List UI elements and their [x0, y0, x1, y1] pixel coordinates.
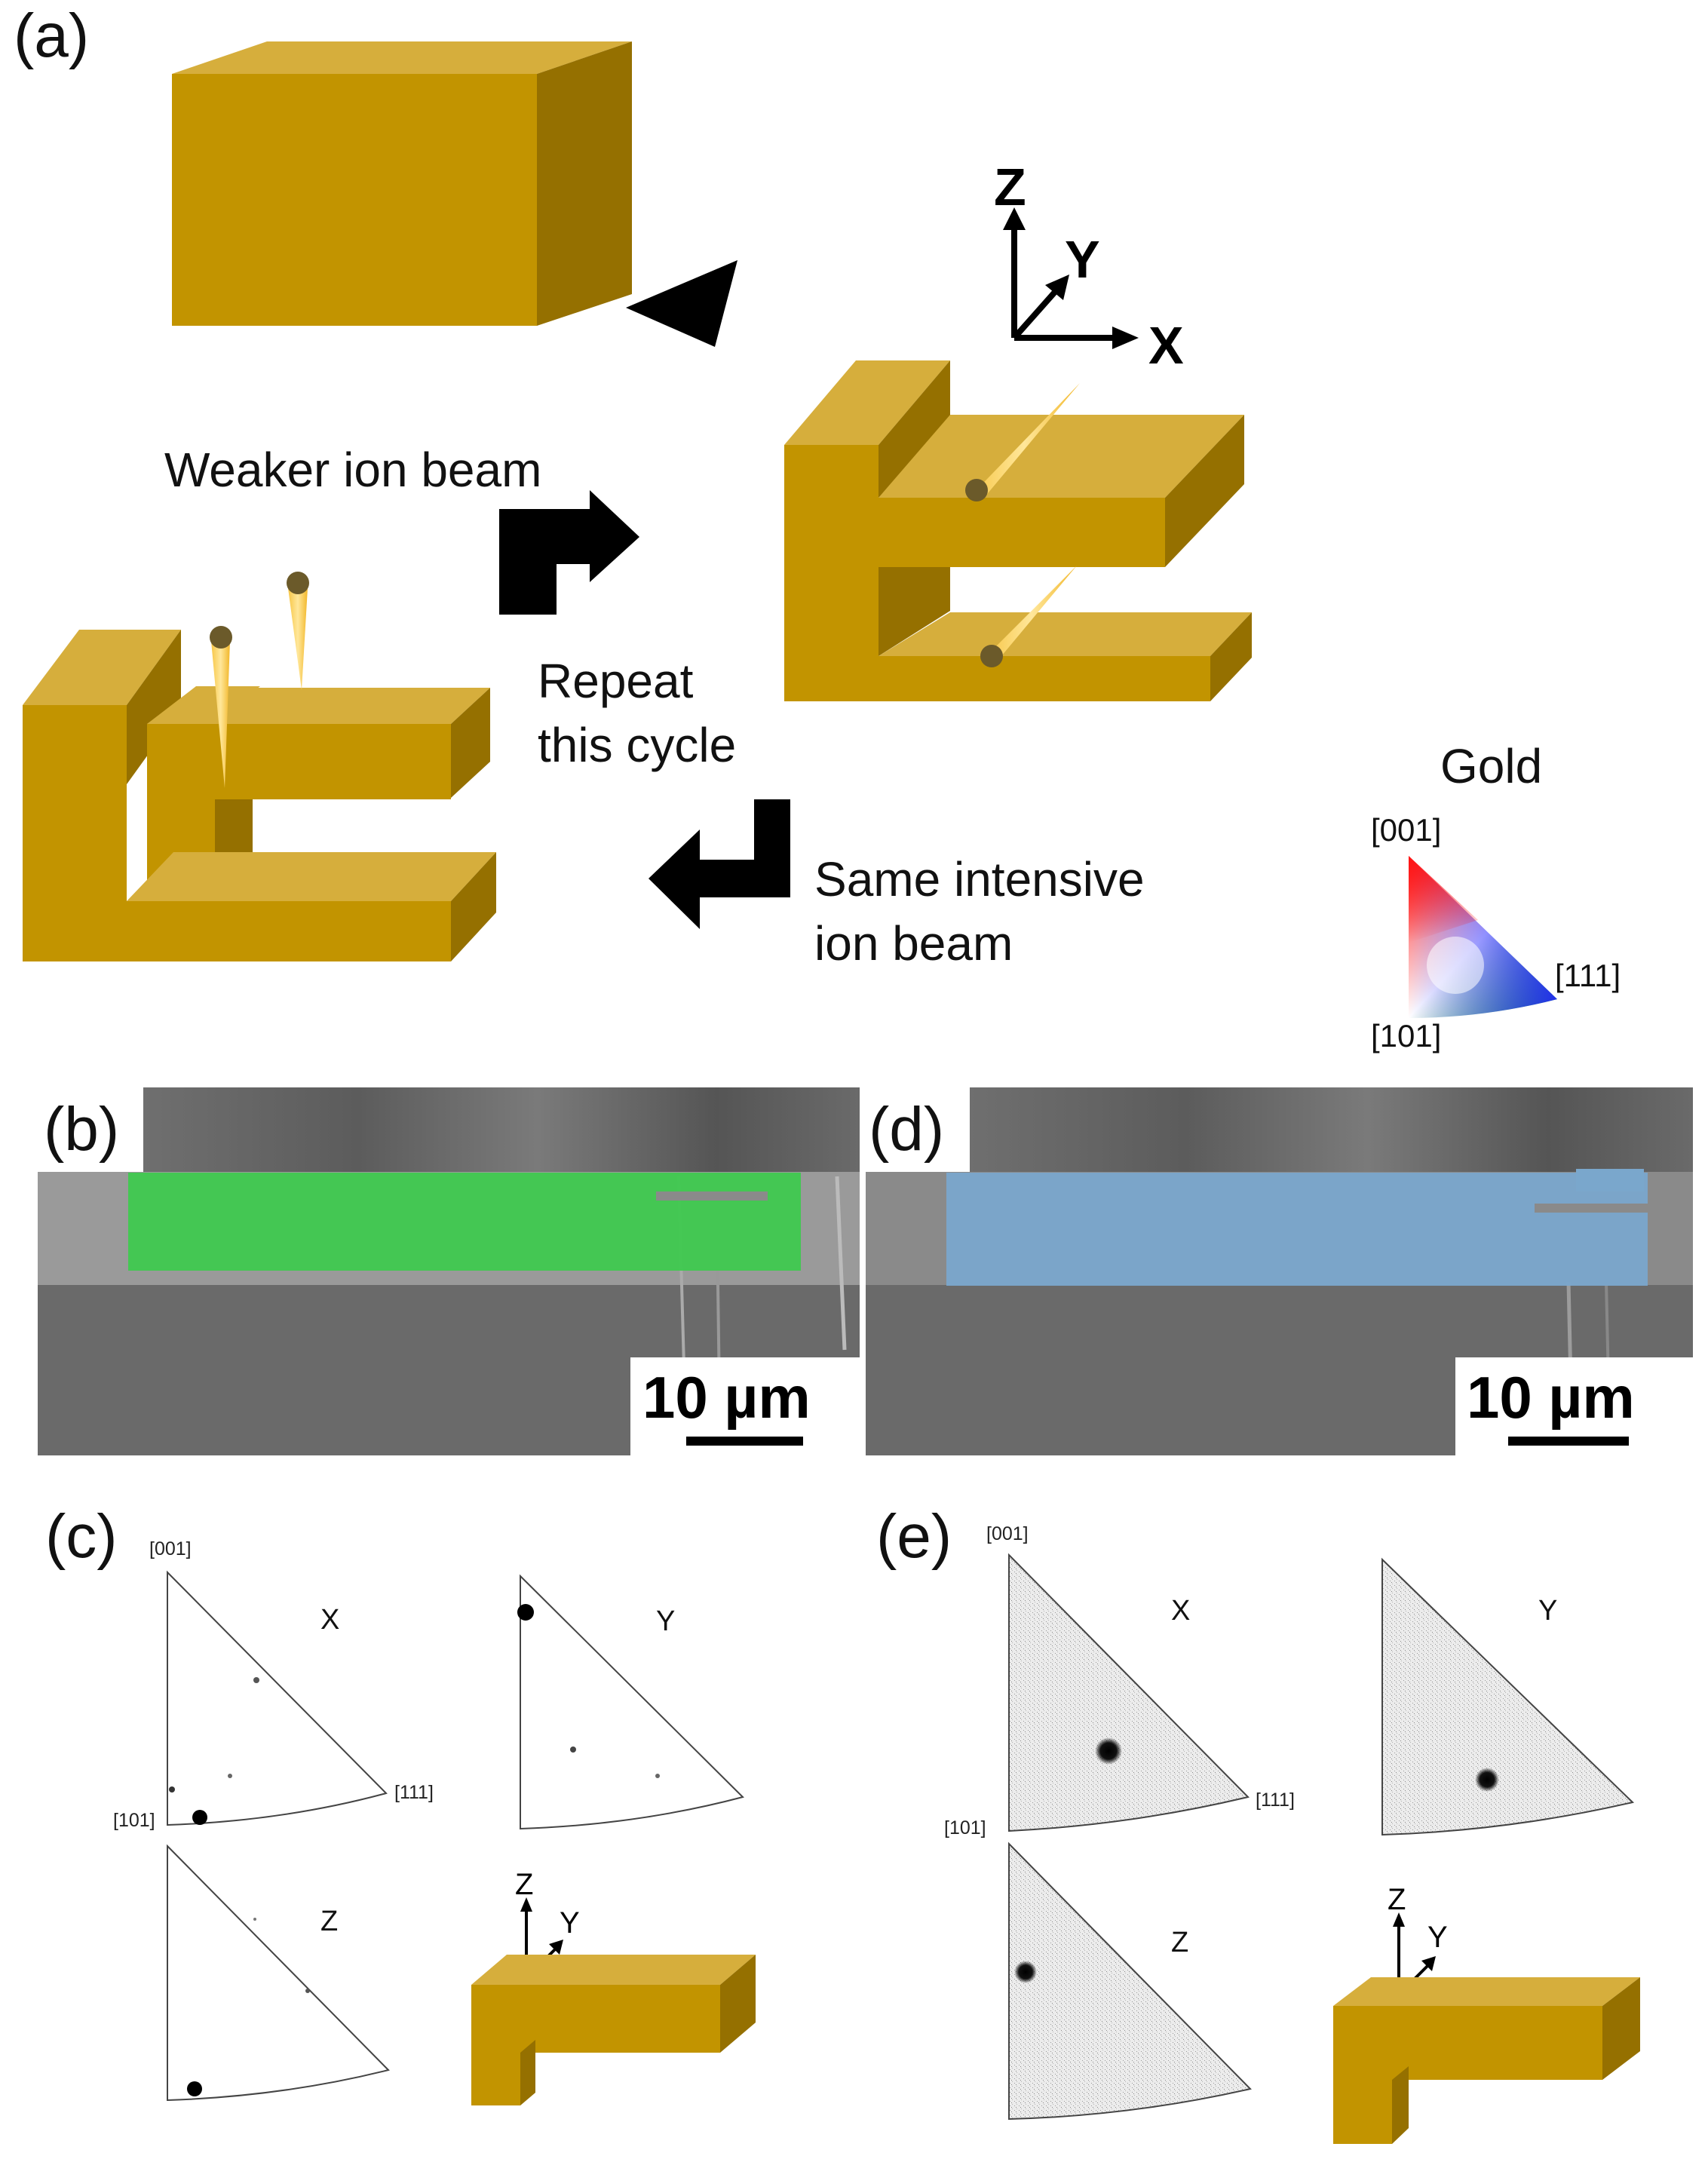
- e-z-label: Z: [1171, 1927, 1188, 1958]
- green-overlay-b: [128, 1173, 801, 1271]
- scale-bar-b: [686, 1437, 803, 1446]
- legend-corner-101: [101]: [1371, 1018, 1441, 1053]
- e-axis-z: Z: [1388, 1883, 1406, 1916]
- e-y-label: Y: [1538, 1595, 1557, 1627]
- gold-block-milled-upper: [784, 360, 1252, 701]
- gold-block-initial: [172, 41, 632, 326]
- legend-title: Gold: [1440, 739, 1542, 793]
- c-x-label: X: [320, 1604, 339, 1636]
- legend-corner-001: [001]: [1371, 812, 1441, 848]
- axis-x-label: X: [1148, 316, 1184, 375]
- e-corner-001: [001]: [986, 1523, 1029, 1544]
- c-z-label: Z: [320, 1906, 338, 1937]
- repeat-line1: Repeat: [538, 654, 694, 708]
- e-corner-101: [101]: [944, 1817, 986, 1839]
- ipf-e-y: Y: [1381, 1557, 1635, 1836]
- scale-bar-d-label: 10 µm: [1467, 1364, 1635, 1431]
- panel-c-label: (c): [45, 1502, 118, 1571]
- panel-a-label: (a): [14, 2, 89, 70]
- weaker-beam-label: Weaker ion beam: [164, 443, 541, 497]
- arrow-right-turn: [499, 490, 639, 615]
- c-axis-y: Y: [560, 1906, 580, 1940]
- sem-image-d: 10 µm: [866, 1087, 1693, 1459]
- ipf-e-x: X: [1008, 1553, 1250, 1832]
- c-corner-111: [111]: [394, 1782, 434, 1803]
- intense-line1: Same intensive: [814, 852, 1145, 906]
- c-corner-001: [001]: [149, 1538, 192, 1559]
- repeat-line2: this cycle: [538, 718, 736, 772]
- ipf-color-legend: Gold [001] [111] [101]: [1371, 739, 1621, 1053]
- panel-e-label: (e): [876, 1502, 952, 1571]
- pointer-triangle: [626, 260, 737, 347]
- arrow-left-turn: [649, 799, 790, 929]
- ipf-e-z: Z: [1008, 1842, 1252, 2121]
- axis-z-label: Z: [994, 158, 1026, 216]
- ipf-c-y: Y: [517, 1574, 744, 1830]
- axes-triad-main: Z Y X: [994, 158, 1184, 375]
- e-corner-111: [111]: [1256, 1789, 1295, 1811]
- blue-overlay-d: [946, 1173, 1648, 1286]
- e-axis-y: Y: [1427, 1921, 1448, 1954]
- c-corner-101: [101]: [113, 1810, 155, 1831]
- legend-corner-111: [111]: [1555, 958, 1621, 993]
- l-block-e: [1333, 1977, 1640, 2144]
- scale-bar-d: [1508, 1437, 1629, 1446]
- panel-b-label: (b): [44, 1095, 119, 1164]
- scale-bar-b-label: 10 µm: [642, 1364, 811, 1431]
- gold-block-milled-lower: [23, 572, 496, 961]
- e-x-label: X: [1171, 1595, 1190, 1627]
- sem-image-b: 10 µm: [38, 1087, 860, 1459]
- axis-y-label: Y: [1065, 230, 1100, 289]
- c-axis-z: Z: [515, 1868, 533, 1901]
- c-y-label: Y: [656, 1605, 675, 1637]
- intense-line2: ion beam: [814, 916, 1013, 971]
- ipf-c-z: Z: [167, 1844, 390, 2102]
- ipf-c-x: X: [167, 1570, 388, 1826]
- panel-d-label: (d): [869, 1095, 944, 1164]
- l-block-c: [471, 1955, 756, 2105]
